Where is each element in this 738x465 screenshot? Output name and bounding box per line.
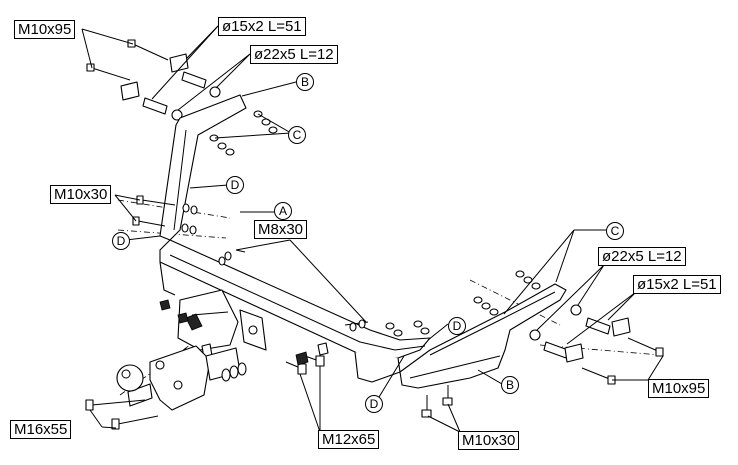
marker-c-right: C	[606, 222, 624, 240]
spacer-plates-right	[564, 317, 631, 363]
label-m8x30: M8x30	[254, 220, 308, 239]
spacer-plate-top-2	[120, 81, 140, 101]
marker-a: A	[274, 202, 292, 220]
leader-lines	[81, 25, 664, 433]
socket-bracket	[177, 289, 239, 351]
spacer-plate-top-1	[169, 53, 189, 73]
label-m16x55: M16x55	[10, 420, 72, 439]
bolt-m10x95-top-lower	[86, 63, 131, 81]
bolt-m10x30-left-lower	[132, 216, 166, 227]
bolt-m8x30	[218, 249, 369, 332]
bracket-left	[159, 94, 247, 241]
sleeve-d22-top-2	[171, 109, 183, 121]
label-m10x95-top: M10x95	[14, 20, 76, 39]
marker-d-left: D	[112, 232, 130, 250]
marker-b-top: B	[296, 73, 314, 91]
ball-mount	[149, 345, 247, 411]
sleeve-d15-top-2	[142, 97, 168, 115]
marker-d-bottom: D	[365, 395, 383, 413]
tow-ball	[116, 364, 153, 407]
label-d15-top: ø15x2 L=51	[218, 17, 306, 36]
axis-line-right-sleeve	[539, 344, 661, 356]
label-d15-right: ø15x2 L=51	[633, 275, 721, 294]
label-m12x65: M12x65	[318, 430, 380, 449]
label-m10x30-left: M10x30	[50, 185, 112, 204]
label-m10x95-right: M10x95	[648, 379, 710, 398]
bolts-m16x55	[85, 399, 159, 430]
bolts-m10x95-right	[581, 337, 664, 385]
nuts-left-bracket	[181, 203, 198, 235]
label-m10x30-bottom: M10x30	[458, 431, 520, 450]
marker-d-right: D	[448, 317, 466, 335]
label-d22-top: ø22x5 L=12	[250, 45, 338, 64]
marker-d-upper: D	[226, 176, 244, 194]
bolts-m12x65	[285, 342, 329, 375]
sleeve-d22-top-1	[209, 86, 221, 98]
bolt-m10x95-top-upper	[127, 39, 169, 61]
label-d22-right: ø22x5 L=12	[598, 247, 686, 266]
sleeve-d15-top-1	[181, 71, 207, 89]
marker-b-right: B	[501, 376, 519, 394]
marker-c-top: C	[288, 126, 306, 144]
sleeve-d22-right	[529, 304, 582, 341]
axis-line-right-bracket	[469, 279, 561, 326]
bolts-m10x30-bottom	[421, 385, 453, 418]
bracket-right	[399, 283, 567, 389]
center-plate	[239, 309, 267, 351]
